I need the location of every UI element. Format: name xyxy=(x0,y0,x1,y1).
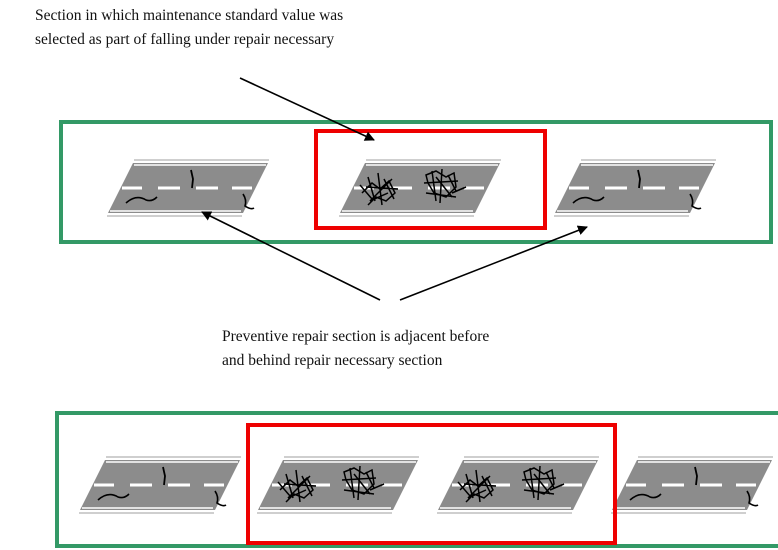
road-segment-alligator-cracks-icon xyxy=(337,158,503,218)
road-segment-alligator-cracks-icon xyxy=(255,455,421,515)
preventive-repair-caption: Preventive repair section is adjacent be… xyxy=(222,328,490,369)
road-segment-minor-cracks-icon xyxy=(552,158,718,218)
repair-necessary-frame-1 xyxy=(314,129,547,230)
repair-necessary-caption: Section in which maintenance standard va… xyxy=(35,7,344,48)
road-segment-minor-cracks-icon xyxy=(609,455,775,515)
road-segment-minor-cracks-icon xyxy=(105,158,271,218)
road-segment-alligator-cracks-icon xyxy=(435,455,601,515)
road-segment-2c xyxy=(435,455,601,515)
road-segment-minor-cracks-icon xyxy=(77,455,243,515)
arrow-icon xyxy=(239,77,375,141)
repair-necessary-frame-2 xyxy=(246,423,617,545)
arrow-icon xyxy=(399,225,588,301)
road-segment-1a xyxy=(105,158,271,218)
arrow-icon xyxy=(201,211,381,301)
preventive-repair-frame-1 xyxy=(59,120,773,244)
road-segment-2b xyxy=(255,455,421,515)
preventive-repair-frame-2 xyxy=(55,411,778,548)
road-segment-1c xyxy=(552,158,718,218)
road-segment-2a xyxy=(77,455,243,515)
road-segment-1b xyxy=(337,158,503,218)
road-segment-2d xyxy=(609,455,775,515)
